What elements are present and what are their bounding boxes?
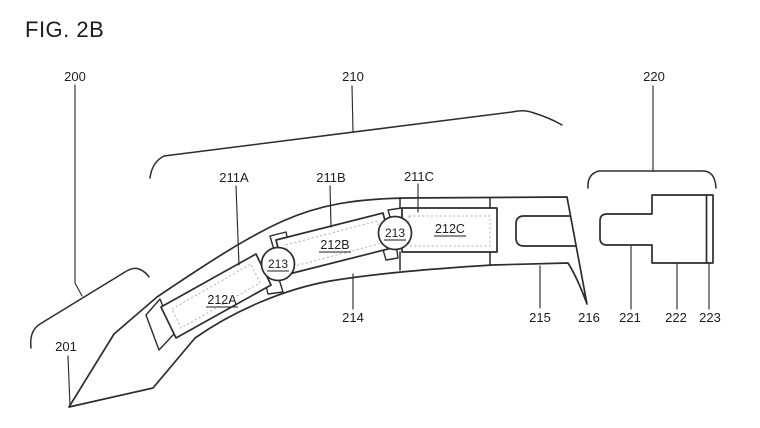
label-211c: 211C [404,169,434,184]
hinge-circle-213-right [377,215,413,251]
label-222: 222 [665,310,687,325]
label-213-left: 213 [268,257,288,271]
segment-dotted-212b [285,220,383,268]
label-201: 201 [55,339,77,354]
label-200: 200 [64,69,86,84]
label-211a: 211A [219,170,249,185]
label-212a: 212A [207,293,237,307]
figure-title: FIG. 2B [25,17,104,42]
leader-201 [67,355,71,407]
label-221: 221 [619,310,641,325]
label-210: 210 [342,69,364,84]
brace-band-210 [149,109,563,179]
connector-body [599,194,714,264]
label-211b: 211B [316,170,345,185]
band-clasp-slot [515,215,577,247]
leader-210 [351,85,354,133]
segment-dotted-212a [171,263,261,329]
label-223: 223 [699,310,721,325]
hinge-circle-213-left [260,246,296,282]
label-213-right: 213 [385,226,405,240]
segment-box-212a [160,253,272,339]
band-outline [68,196,588,408]
label-220: 220 [643,69,665,84]
label-215: 215 [529,310,551,325]
label-212b: 212B [320,238,349,252]
segment-box-212c [401,207,498,253]
label-214: 214 [342,310,364,325]
leader-200 [74,84,83,297]
leader-211a [235,185,240,266]
leader-211b [329,185,332,228]
label-212c: 212C [435,222,465,236]
brace-connector-220 [587,170,717,189]
brace-left-end-section [29,267,150,349]
label-216: 216 [578,310,600,325]
